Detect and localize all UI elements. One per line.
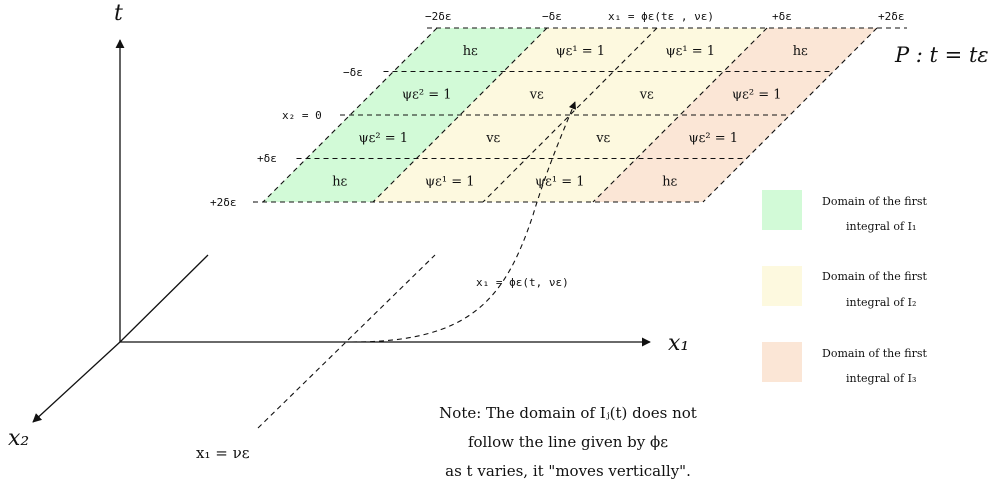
grid-cell-label: vε [639,87,654,102]
grid-cell-label: ψε¹ = 1 [665,44,715,59]
legend-swatch-yellow [762,266,802,306]
grid-cell-label: hε [662,174,677,189]
grid-cell-label: ψε² = 1 [358,131,408,146]
top-tick-label: −δε [542,10,562,23]
legend-text: Domain of the first [822,195,927,208]
legend-swatch-orange [762,342,802,382]
grid-cell-label: vε [529,87,544,102]
grid-cell-label: hε [793,44,808,59]
grid-cell-label: ψε² = 1 [402,87,452,102]
back-axis-segment [119,254,209,343]
grid-cell-label: ψε² = 1 [688,131,738,146]
plane-region [483,28,767,202]
legend: Domain of the first integral of I₁ Domai… [762,190,927,385]
legend-text: integral of I₁ [846,220,916,233]
left-ticks: −δε x₂ = 0 +δε +2δε [210,66,363,209]
legend-swatch-green [762,190,802,230]
phi-curve [351,101,577,343]
x2-axis-label: x₂ [8,426,29,451]
plane-grid-lines [253,27,907,203]
grid-cell-label: hε [332,174,347,189]
legend-text: Domain of the first [822,347,927,360]
grid-cell-label: ψε¹ = 1 [425,174,475,189]
legend-text: integral of I₃ [846,372,916,385]
curve-label: x₁ = ϕε(t, νε) [476,276,569,289]
grid-cell-label: ψε² = 1 [732,87,782,102]
top-tick-label: +2δε [878,10,905,23]
legend-text: integral of I₂ [846,296,916,309]
nu-line-label: x₁ = νε [196,444,250,462]
plane-region [593,28,877,202]
grid-cell-label: ψε¹ = 1 [555,44,605,59]
x1-axis-label: x₁ [668,331,689,356]
note-line: follow the line given by ϕε [468,433,668,451]
note-line: Note: The domain of Iⱼ(t) does not [439,404,697,422]
grid-cell-label: hε [463,44,478,59]
grid-cell-label: vε [595,131,610,146]
top-ticks: −2δε −δε x₁ = ϕε(tε , νε) +δε +2δε [425,10,905,23]
top-tick-label: −2δε [425,10,452,23]
plane-label: P : t = tε [894,43,989,67]
t-axis-label: t [114,1,123,26]
left-tick-label: x₂ = 0 [282,109,322,122]
note: Note: The domain of Iⱼ(t) does not follo… [439,404,697,480]
legend-text: Domain of the first [822,270,927,283]
left-tick-label: +δε [257,152,277,165]
grid-cell-label: ψε¹ = 1 [535,174,585,189]
grid-cell-label: vε [485,131,500,146]
top-tick-label: x₁ = ϕε(tε , νε) [608,10,714,23]
x2-axis [32,341,121,423]
plane-cell-labels: hε ψε¹ = 1 ψε¹ = 1 hε ψε² = 1 vε vε ψε² = 1 ψε² … [332,44,808,190]
note-line: as t varies, it "moves vertically". [445,462,691,480]
top-tick-label: +δε [772,10,792,23]
left-tick-label: +2δε [210,196,237,209]
left-tick-label: −δε [343,66,363,79]
